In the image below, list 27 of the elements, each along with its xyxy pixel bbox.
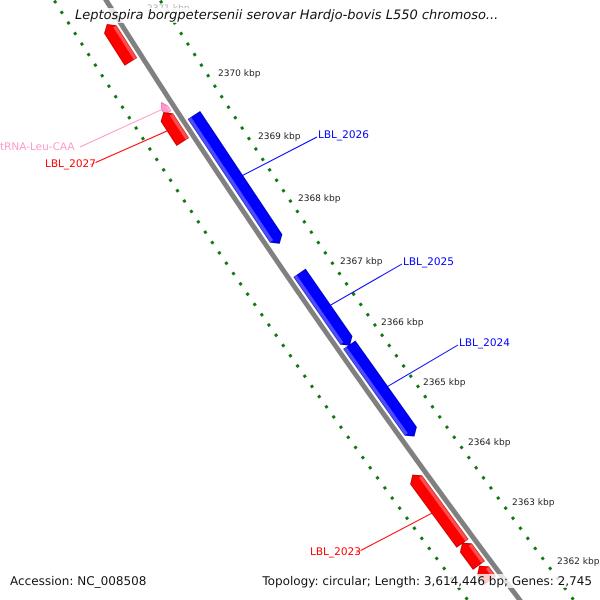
gene-label: tRNA-Leu-CAA	[0, 141, 75, 153]
gene-feature	[343, 340, 417, 437]
tick-label: 2363 kbp	[512, 498, 554, 508]
gene-feature	[104, 24, 138, 66]
leader-line	[80, 109, 162, 148]
gene-feature	[160, 112, 190, 146]
tick-label: 2369 kbp	[258, 132, 300, 142]
gene-label: LBL_2026	[318, 129, 369, 141]
tick-label: 2362 kbp	[557, 557, 600, 567]
leader-line	[330, 264, 402, 306]
gene-feature	[460, 542, 485, 570]
leader-line	[242, 136, 318, 176]
gene-feature	[293, 268, 352, 346]
tick-label: 2364 kbp	[468, 438, 510, 448]
gene-label: LBL_2027	[45, 158, 96, 170]
gene-label: LBL_2025	[403, 256, 454, 268]
gene-label: LBL_2023	[310, 546, 361, 558]
tick-label: 2366 kbp	[381, 318, 424, 328]
gene-feature	[188, 110, 282, 244]
accession-text: Accession: NC_008508	[8, 574, 148, 588]
leader-line	[356, 512, 432, 554]
leader-line	[90, 130, 168, 166]
gene-feature	[160, 102, 172, 116]
tick-label: 2370 kbp	[218, 69, 260, 79]
leader-line	[387, 344, 458, 387]
gene-feature	[410, 474, 469, 548]
gene-label: LBL_2024	[459, 337, 510, 349]
